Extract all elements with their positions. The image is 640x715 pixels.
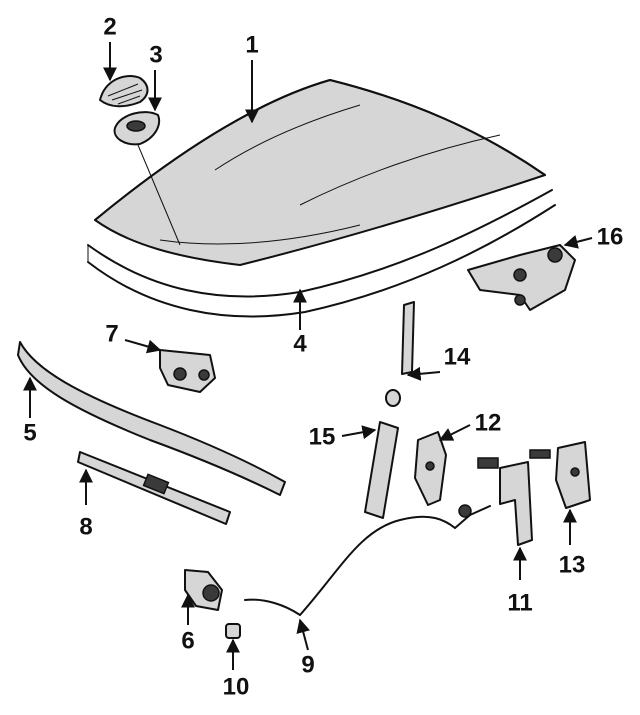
front-molding xyxy=(17,341,286,496)
latch-bracket xyxy=(477,457,533,546)
callout-12: 12 xyxy=(475,409,502,436)
callout-10: 10 xyxy=(223,673,250,700)
hood-latch xyxy=(159,349,216,393)
release-cable xyxy=(244,504,491,616)
support-rod xyxy=(385,301,415,407)
hood-panel xyxy=(94,79,546,266)
callout-9: 9 xyxy=(301,651,314,678)
hood-hinge xyxy=(414,431,447,506)
hinge-assembly xyxy=(467,244,576,311)
release-handle xyxy=(184,569,223,611)
callout-15: 15 xyxy=(309,423,336,450)
callout-5: 5 xyxy=(23,419,36,446)
callout-7: 7 xyxy=(105,320,118,347)
gas-strut xyxy=(364,421,399,519)
callout-3: 3 xyxy=(149,41,162,68)
lock-bracket xyxy=(529,441,591,509)
ornament-base xyxy=(113,111,181,246)
callout-14: 14 xyxy=(444,343,471,370)
callout-16: 16 xyxy=(597,223,624,250)
callout-6: 6 xyxy=(181,627,194,654)
callout-2: 2 xyxy=(103,13,116,40)
cable-clip xyxy=(225,623,241,639)
hood-ornament xyxy=(99,75,149,108)
callout-8: 8 xyxy=(79,513,92,540)
leader-lines xyxy=(23,42,593,670)
callout-13: 13 xyxy=(559,551,586,578)
callout-4: 4 xyxy=(293,330,307,357)
latch-support xyxy=(77,451,231,525)
callout-1: 1 xyxy=(245,31,258,58)
callout-labels: 1 2 3 4 5 6 7 8 9 10 11 12 13 14 15 16 xyxy=(23,13,623,700)
callout-11: 11 xyxy=(507,589,532,616)
